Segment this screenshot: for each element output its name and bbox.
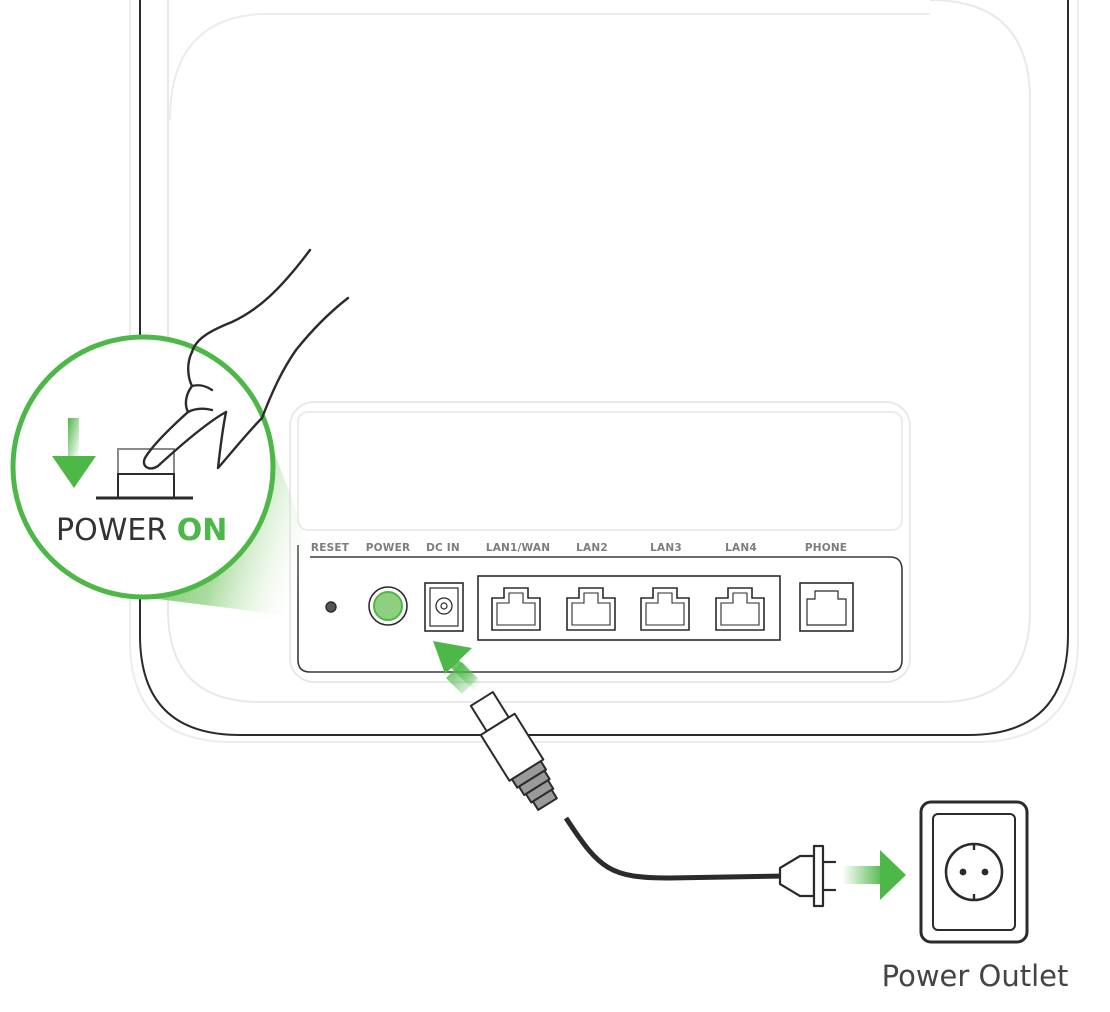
port-label-lan4: LAN4 [725,542,757,554]
router-body [129,0,1079,743]
right-arrow-icon [842,850,906,900]
ethernet-port-icon [566,587,616,631]
push-button-icon [96,448,193,500]
power-outlet-label: Power Outlet [882,959,1069,993]
power-word: POWER [56,513,167,548]
power-plug-icon [778,844,836,908]
dc-jack-icon [424,582,464,632]
down-arrow-icon [52,418,96,488]
port-labels: RESET POWER DC IN LAN1/WAN LAN2 LAN3 LAN… [311,542,847,554]
power-state: ON [177,513,228,548]
phone-port-icon [799,582,854,632]
ports [325,582,854,632]
port-label-phone: PHONE [805,542,847,554]
power-button-icon [368,586,408,626]
port-label-power: POWER [366,542,410,554]
pointing-hand-icon [142,248,350,470]
reset-pinhole-icon [325,601,337,613]
ethernet-port-icon [715,587,765,631]
power-cable [563,816,786,881]
power-on-callout: POWER ON [10,334,276,600]
ethernet-port-icon [640,587,690,631]
up-left-arrow-icon [433,641,482,694]
port-label-lan3: LAN3 [650,542,682,554]
port-label-lan2: LAN2 [576,542,608,554]
wall-socket-icon [919,800,1029,944]
port-label-lan1-wan: LAN1/WAN [486,542,550,554]
power-on-text: POWER ON [56,513,227,548]
port-label-reset: RESET [311,542,350,554]
port-label-dc-in: DC IN [426,542,460,554]
ethernet-port-icon [491,587,541,631]
dc-connector-icon [469,691,558,811]
